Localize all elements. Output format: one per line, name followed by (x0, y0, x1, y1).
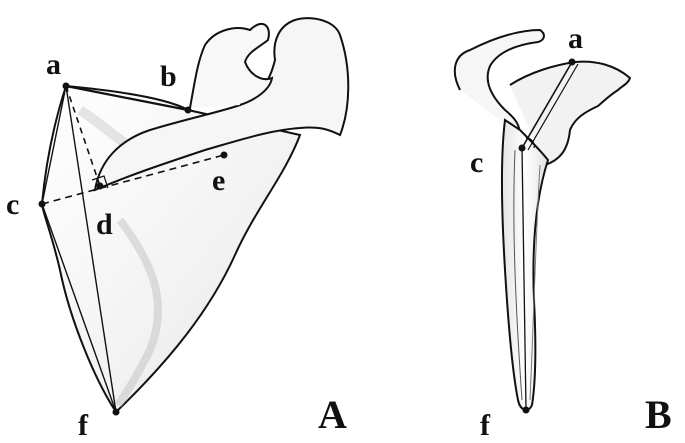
label-d: d (96, 208, 113, 241)
point-a (62, 82, 70, 90)
blade-inner-edge-b (513, 149, 523, 401)
panel-a-scapula-posterior: a b c d e f A (6, 17, 350, 442)
point-c (38, 200, 46, 208)
panel-label-b: B (645, 392, 672, 437)
point-e (220, 151, 228, 159)
scapular-spine-a (93, 17, 350, 192)
point-b (184, 106, 192, 114)
right-angle-mark-b (525, 137, 535, 149)
point-a-b (568, 58, 576, 66)
right-angle-mark-a (91, 175, 109, 189)
line-a-c-b (521, 61, 573, 149)
label-a-b: a (568, 22, 583, 55)
panel-label-a: A (318, 392, 347, 437)
fossa-shading-a (114, 217, 162, 408)
point-f (112, 408, 120, 416)
line-a-b (65, 84, 189, 112)
line-c-f (41, 203, 117, 413)
label-c: c (6, 188, 19, 221)
coracoid-process-a (189, 22, 274, 109)
line-c-f-b (521, 147, 527, 411)
point-d (96, 182, 104, 190)
line-a-d-dashed (65, 85, 101, 187)
point-c-b (518, 144, 526, 152)
label-b: b (160, 60, 177, 93)
landmark-points-b (518, 58, 576, 414)
line-a-f (65, 85, 117, 413)
scapula-blade-b (500, 118, 550, 411)
line-a-c (41, 85, 67, 205)
line-a-c-b-parallel (527, 63, 579, 151)
acromion-hook-b (453, 28, 545, 136)
label-f-b: f (480, 409, 491, 442)
label-c-b: c (470, 146, 483, 179)
label-a: a (46, 48, 61, 81)
point-f-b (522, 406, 530, 414)
label-e: e (212, 164, 225, 197)
panel-b-scapula-lateral: a c f B (453, 22, 672, 442)
line-c-e-dashed (41, 154, 225, 205)
landmark-points-a (38, 82, 228, 416)
label-f: f (78, 409, 89, 442)
measurement-lines-b (521, 61, 579, 411)
measurement-lines-a (41, 84, 225, 413)
blade-outer-edge-b (529, 164, 541, 401)
